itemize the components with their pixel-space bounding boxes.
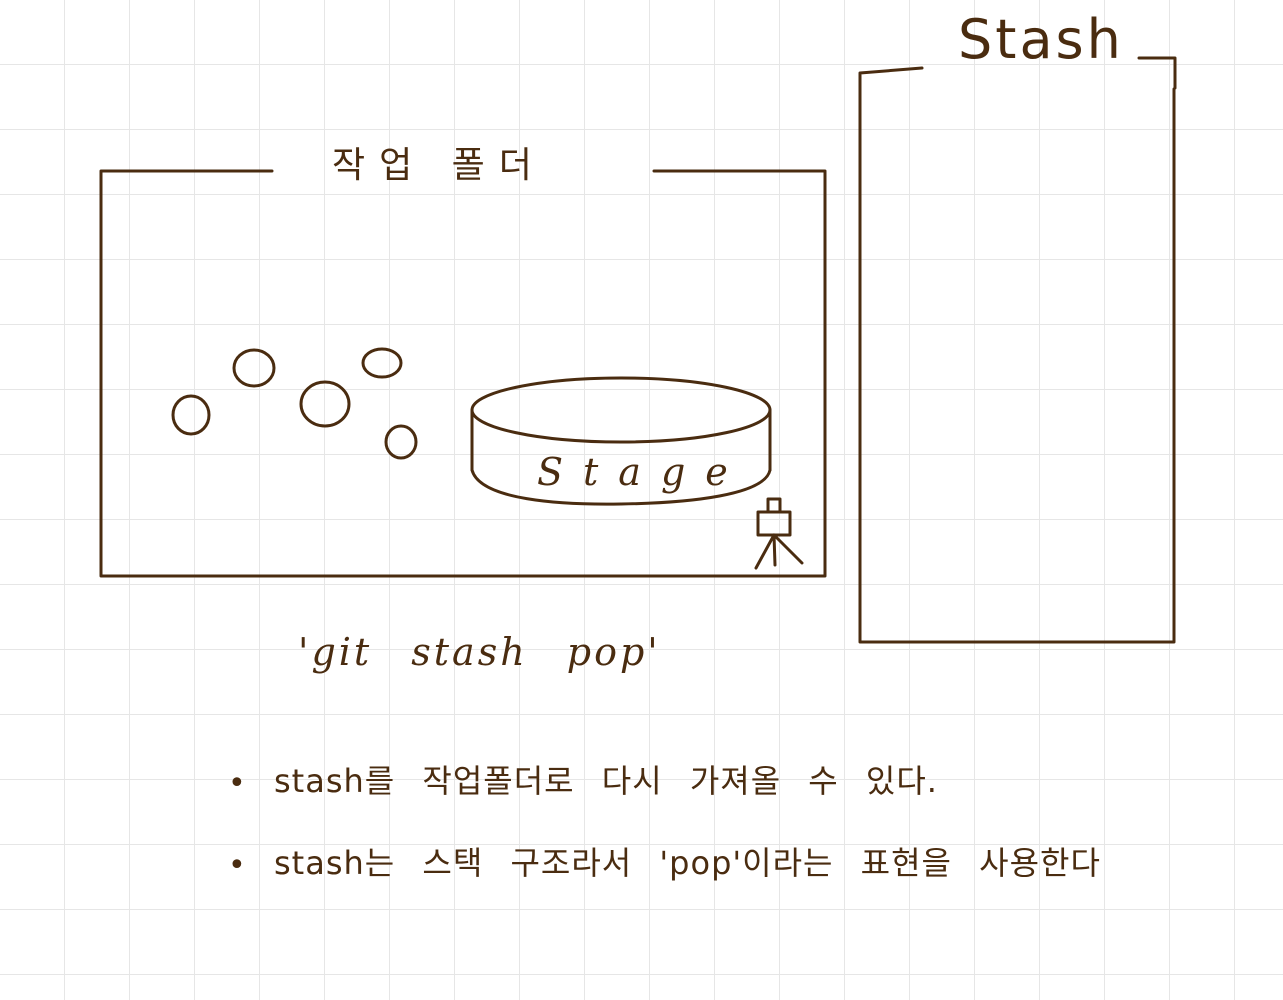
change-circle-icon [299,380,351,428]
note-text: stash는 스택 구조라서 'pop'이라는 표현을 사용한다 [274,844,1101,882]
camera-on-tripod-icon [754,497,804,570]
note-item: • stash는 스택 구조라서 'pop'이라는 표현을 사용한다 [228,838,1101,884]
note-text: stash를 작업폴더로 다시 가져올 수 있다. [274,762,938,800]
change-circles [171,347,418,460]
stage-cylinder [470,376,772,506]
stash-box [858,56,1177,644]
work-folder-box [99,169,827,578]
stash-title: Stash [958,8,1124,71]
change-circle-icon [361,347,403,379]
note-item: • stash를 작업폴더로 다시 가져올 수 있다. [228,756,938,802]
work-folder-title: 작업 폴더 [332,145,546,186]
stage-label: Stage [537,450,748,494]
change-circle-icon [171,394,211,436]
change-circle-icon [232,348,276,388]
change-circle-icon [384,424,418,460]
bullet: • [228,847,247,883]
git-command: 'git stash pop' [298,630,661,674]
bullet: • [228,765,247,801]
